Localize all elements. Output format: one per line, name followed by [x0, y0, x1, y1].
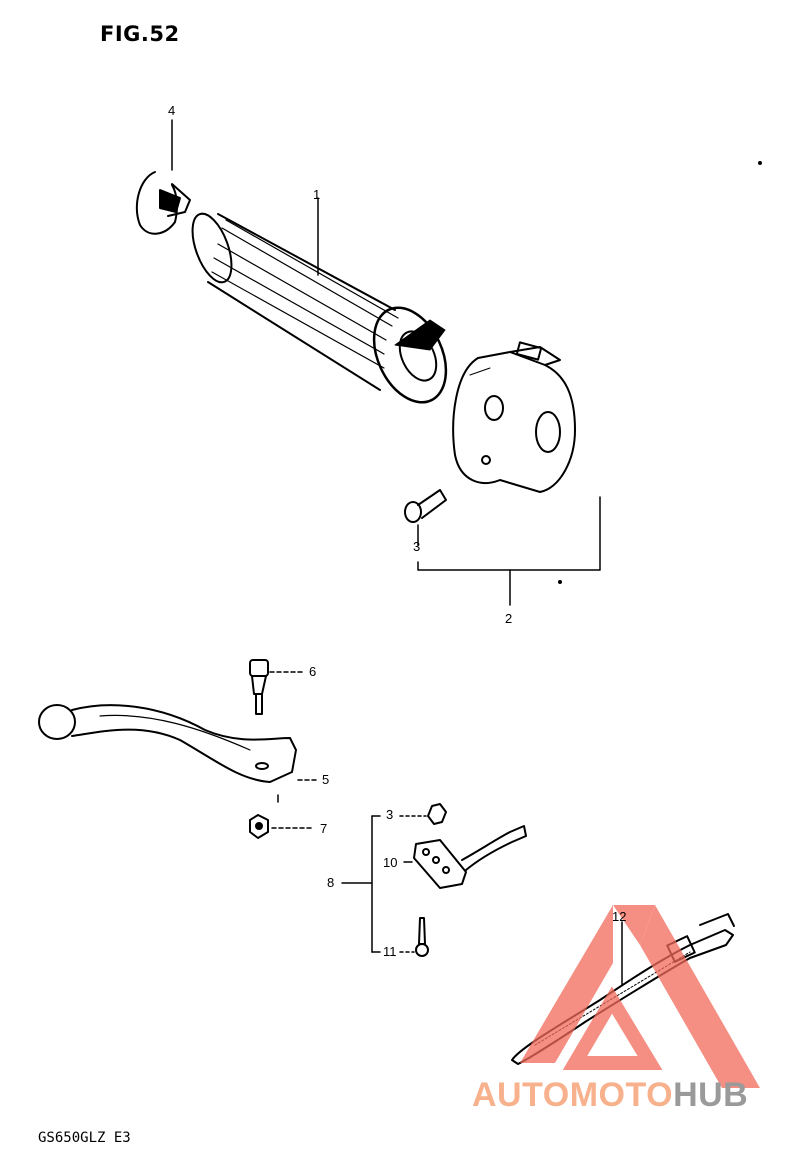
callout-2: 2: [505, 611, 513, 626]
part-8-bracket: [341, 815, 381, 953]
callout-3: 3: [413, 539, 421, 554]
callout-10: 10: [383, 855, 398, 870]
figure-title: FIG.52: [100, 22, 180, 46]
callout-6: 6: [309, 664, 317, 679]
part-11-screw: [399, 917, 429, 957]
part-5-clutch-lever: [38, 704, 319, 803]
watermark-triangle-logo: [520, 905, 760, 1088]
part-2-switch-housing: [452, 341, 576, 493]
callout-8: 8: [327, 875, 335, 890]
part-10-clutch-switch: [403, 825, 527, 889]
callout-11: 11: [383, 944, 397, 959]
part-6-bolt: [249, 659, 303, 715]
watermark-text: AUTOMOTOHUB: [472, 1076, 748, 1115]
part-1-handlebar-grip: [191, 197, 448, 404]
callout-7: 7: [320, 821, 328, 836]
watermark-text-part1: AUTOMOTO: [472, 1076, 674, 1114]
callout-12: 12: [612, 909, 627, 924]
callout-5: 5: [322, 772, 330, 787]
model-code: GS650GLZ E3: [38, 1130, 131, 1146]
callout-1: 1: [313, 187, 321, 202]
callout-3b: 3: [386, 807, 394, 822]
part-7-nut: [249, 814, 313, 839]
watermark-text-part2: HUB: [673, 1076, 749, 1114]
part-small-screw: [399, 803, 447, 825]
part-4-end-cap: [135, 119, 191, 235]
part-3-screw: [404, 489, 447, 546]
callout-4: 4: [168, 103, 176, 118]
part-2-bracket: [417, 496, 601, 606]
